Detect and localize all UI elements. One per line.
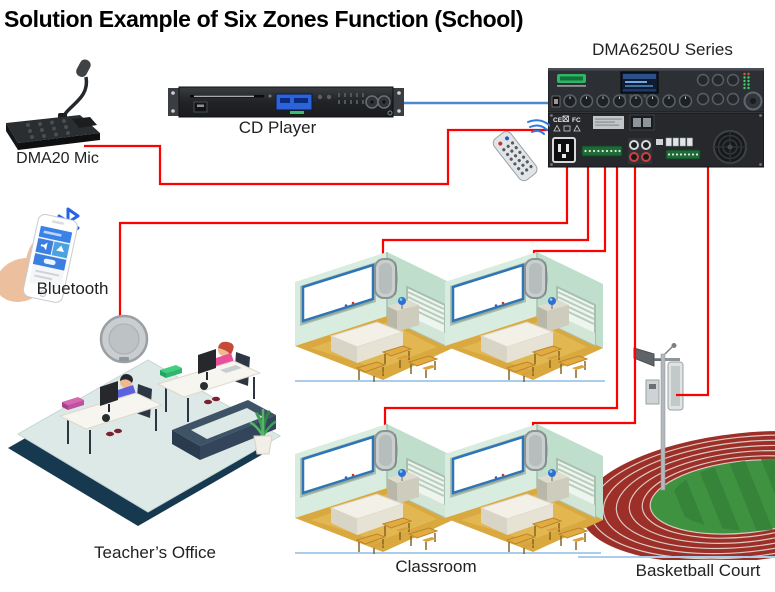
court-baseline xyxy=(578,556,775,558)
cd-player-label: CD Player xyxy=(238,118,317,137)
bluetooth-phone-image xyxy=(0,207,80,303)
wireless-signal-icon xyxy=(527,119,550,135)
page-title: Solution Example of Six Zones Function (… xyxy=(4,6,524,32)
basketball-court-label: Basketball Court xyxy=(635,561,761,580)
classroom-baseline-bottom xyxy=(295,552,601,554)
dma6250u-amplifier-image: CE FC xyxy=(548,68,764,168)
classroom-label: Classroom xyxy=(395,557,477,576)
cd-player-image xyxy=(168,86,404,118)
amplifier-label: DMA6250U Series xyxy=(592,40,733,59)
classroom1-image xyxy=(295,252,453,382)
horn-speaker-icon xyxy=(633,347,661,367)
ceiling-speaker-icon xyxy=(99,314,149,364)
svg-text:CE: CE xyxy=(553,117,563,124)
bluetooth-label: Bluetooth xyxy=(36,279,109,298)
mic-label: DMA20 Mic xyxy=(16,150,99,167)
remote-control-image xyxy=(492,119,550,182)
classroom3-image xyxy=(295,424,453,554)
teachers-office-image xyxy=(8,314,282,526)
classroom4-image xyxy=(445,424,603,554)
svg-text:FC: FC xyxy=(572,117,581,124)
fan-icon xyxy=(713,130,747,164)
classroom2-image xyxy=(445,252,603,382)
teachers-office-label: Teacher’s Office xyxy=(94,543,216,562)
dma20-mic-image xyxy=(6,59,100,150)
pole-speaker-image xyxy=(633,343,684,491)
wire-mic-to-amp xyxy=(84,128,550,186)
